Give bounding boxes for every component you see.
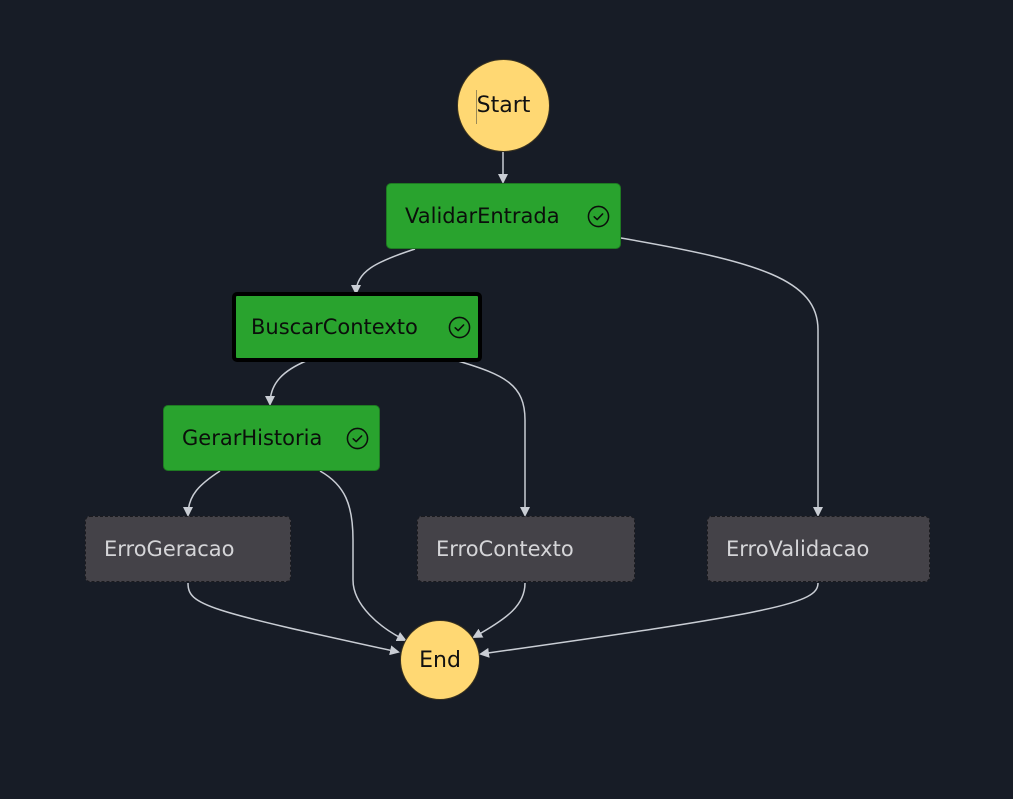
edge-gerarhistoria-to-errogeracao	[183, 470, 221, 517]
edge-buscarcontexto-to-gerarhistoria	[265, 360, 307, 406]
edge-errocontexto-to-end	[472, 582, 526, 638]
edge-buscarcontexto-to-errocontexto	[457, 360, 530, 517]
state-label: ErroContexto	[436, 537, 574, 561]
state-validarentrada[interactable]: ValidarEntrada	[386, 183, 621, 249]
edge-gerarhistoria-to-end	[319, 470, 407, 642]
state-label: ErroGeracao	[104, 537, 235, 561]
start-node[interactable]: Start	[457, 59, 550, 152]
check-circle-icon	[346, 427, 369, 449]
state-label: GerarHistoria	[182, 426, 323, 450]
edge-errogeracao-to-end	[187, 582, 400, 656]
state-buscarcontexto[interactable]: BuscarContexto	[232, 292, 482, 362]
edge-validarentrada-to-buscarcontexto	[351, 248, 416, 295]
state-errocontexto[interactable]: ErroContexto	[417, 516, 635, 582]
state-gerarhistoria[interactable]: GerarHistoria	[163, 405, 380, 471]
end-label: End	[419, 647, 461, 673]
text-cursor	[476, 90, 477, 124]
edge-validarentrada-to-errovalidacao	[620, 237, 823, 517]
end-node[interactable]: End	[400, 620, 480, 700]
state-label: ErroValidacao	[726, 537, 870, 561]
edge-errovalidacao-to-end	[479, 582, 819, 658]
check-circle-icon	[587, 205, 610, 227]
check-circle-icon	[448, 316, 471, 338]
state-errovalidacao[interactable]: ErroValidacao	[707, 516, 930, 582]
start-label: Start	[476, 93, 531, 118]
state-label: BuscarContexto	[251, 315, 418, 339]
state-errogeracao[interactable]: ErroGeracao	[85, 516, 291, 582]
state-label: ValidarEntrada	[405, 204, 560, 228]
